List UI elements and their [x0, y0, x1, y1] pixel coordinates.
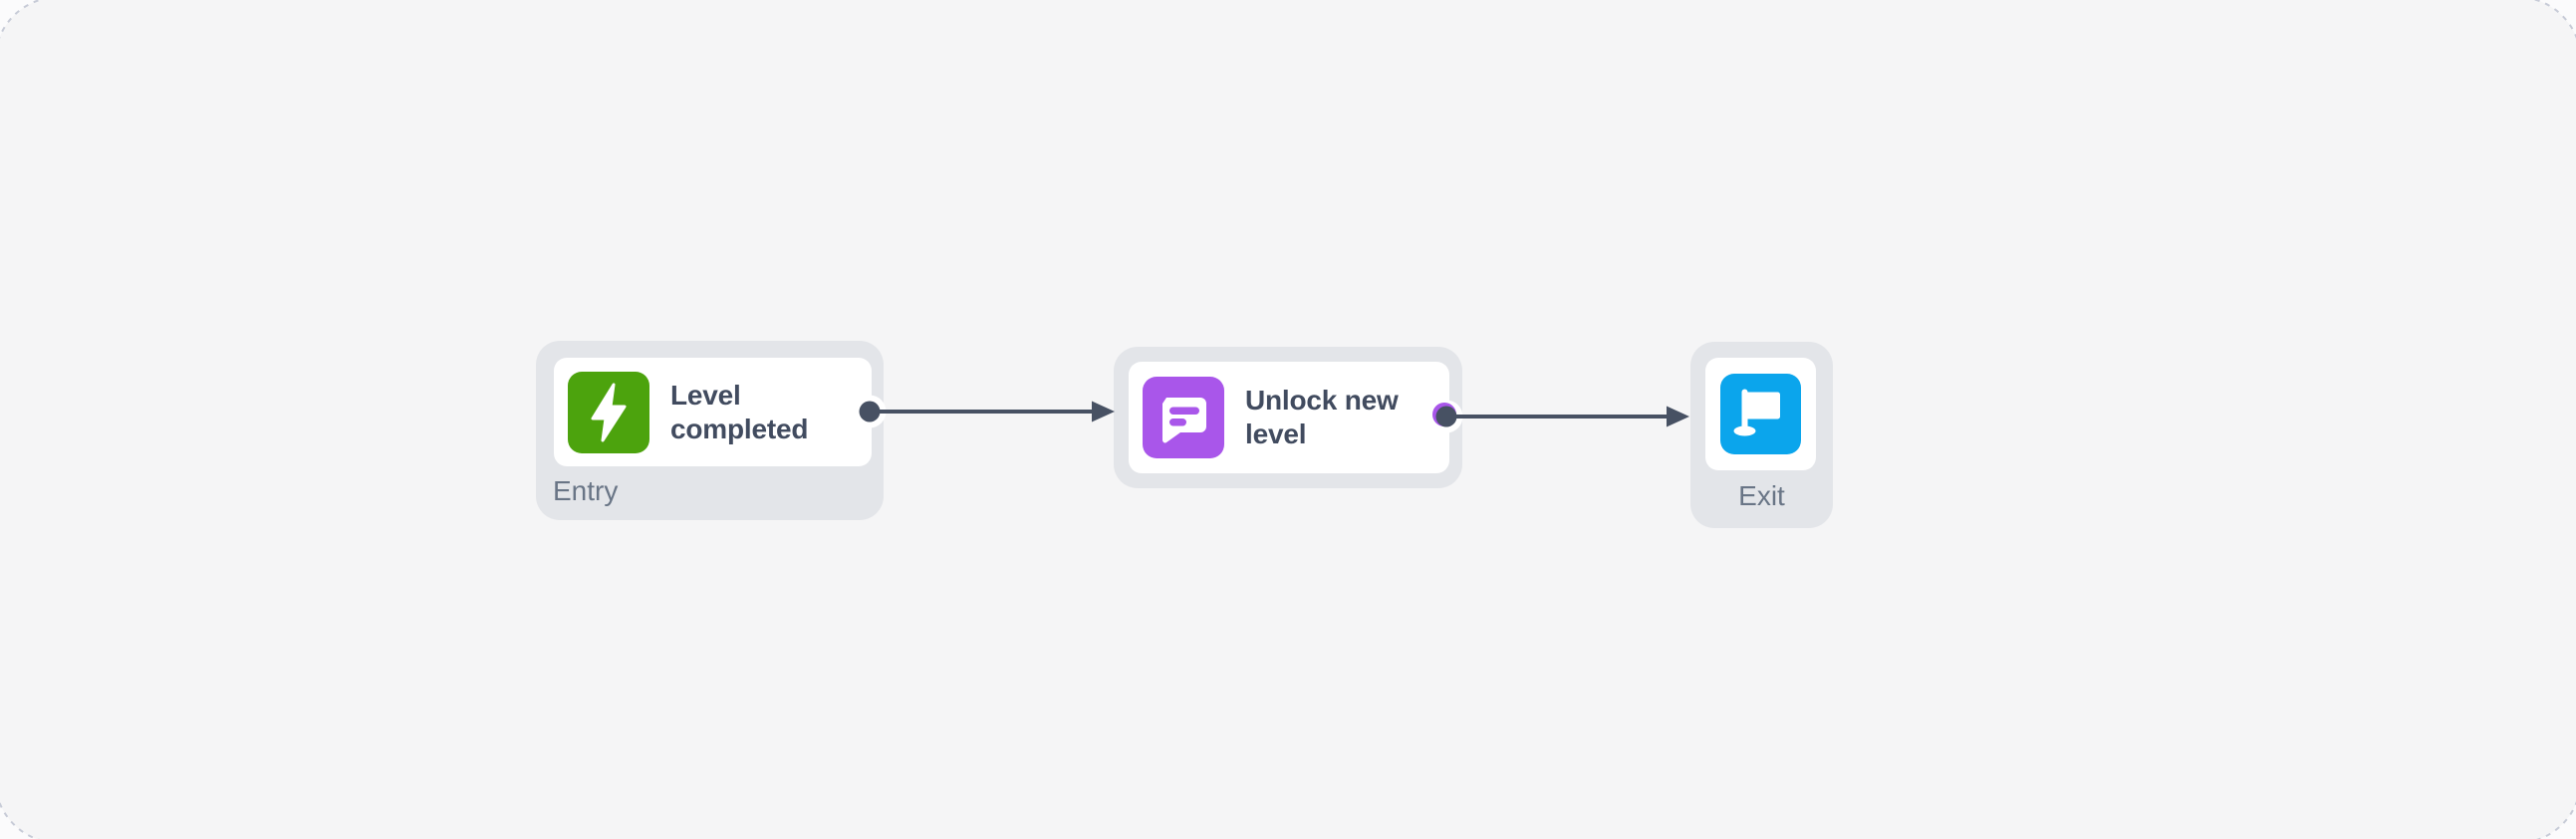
flow-node-entry-trigger[interactable]: Level completed Entry	[536, 341, 884, 520]
lightning-bolt-icon	[568, 371, 649, 453]
flag-icon	[1720, 374, 1801, 454]
flow-node-exit[interactable]: Exit	[1690, 342, 1833, 528]
entry-badge-label: Entry	[553, 475, 619, 506]
exit-badge-label: Exit	[1738, 480, 1785, 511]
flow-node-action-unlock-level[interactable]: Unlock new level	[1114, 347, 1462, 488]
node-title: Unlock new level	[1245, 385, 1399, 449]
exit-node-card[interactable]	[1705, 358, 1816, 470]
entry-node-card[interactable]: Level completed	[554, 358, 872, 466]
chat-message-icon	[1143, 377, 1224, 458]
node-title: Level completed	[670, 379, 809, 444]
action-node-card[interactable]: Unlock new level	[1129, 362, 1449, 473]
